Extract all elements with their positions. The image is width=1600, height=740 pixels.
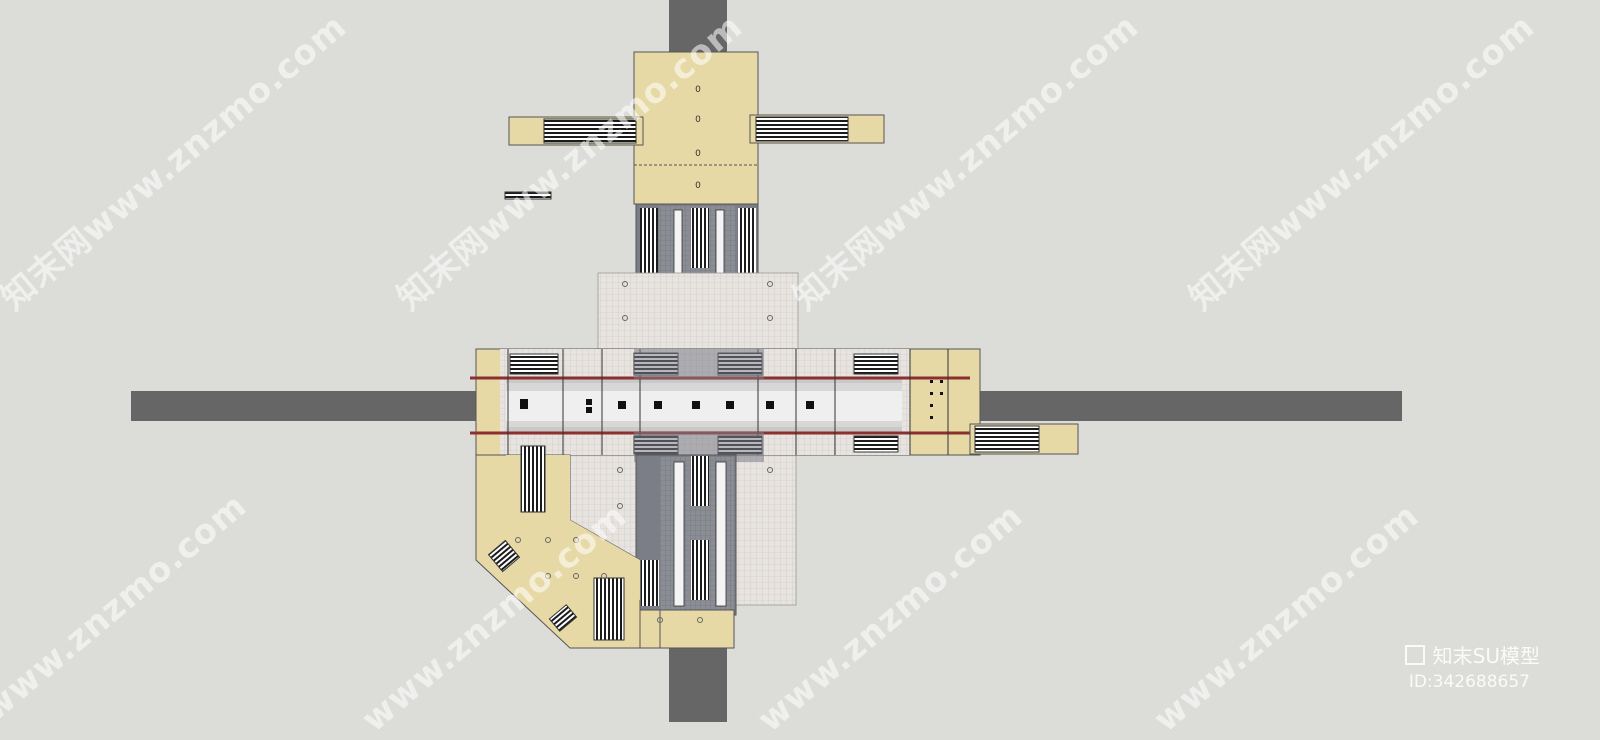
- station-plan-drawing: 0 0 0 0: [131, 0, 1402, 722]
- brand-logo-icon: [1404, 644, 1425, 665]
- track-west: [131, 391, 476, 421]
- model-id: ID:342688657: [1408, 672, 1530, 692]
- marker-0-c: 0: [695, 149, 701, 159]
- platform-floor-north: [597, 272, 799, 352]
- marker-0-b: 0: [695, 115, 701, 125]
- track-north: [669, 0, 727, 55]
- track-south: [669, 640, 727, 722]
- track-east: [975, 391, 1402, 421]
- platform-floor-diag: [570, 455, 640, 560]
- brand-text: 知末SU模型: [1432, 644, 1540, 668]
- marker-0-a: 0: [695, 85, 701, 95]
- brand-label: 知末SU模型: [1404, 640, 1540, 669]
- central-corridor: [634, 349, 764, 379]
- marker-0-d: 0: [695, 181, 701, 191]
- south-concourse: [639, 609, 735, 649]
- north-concourse: [633, 51, 759, 205]
